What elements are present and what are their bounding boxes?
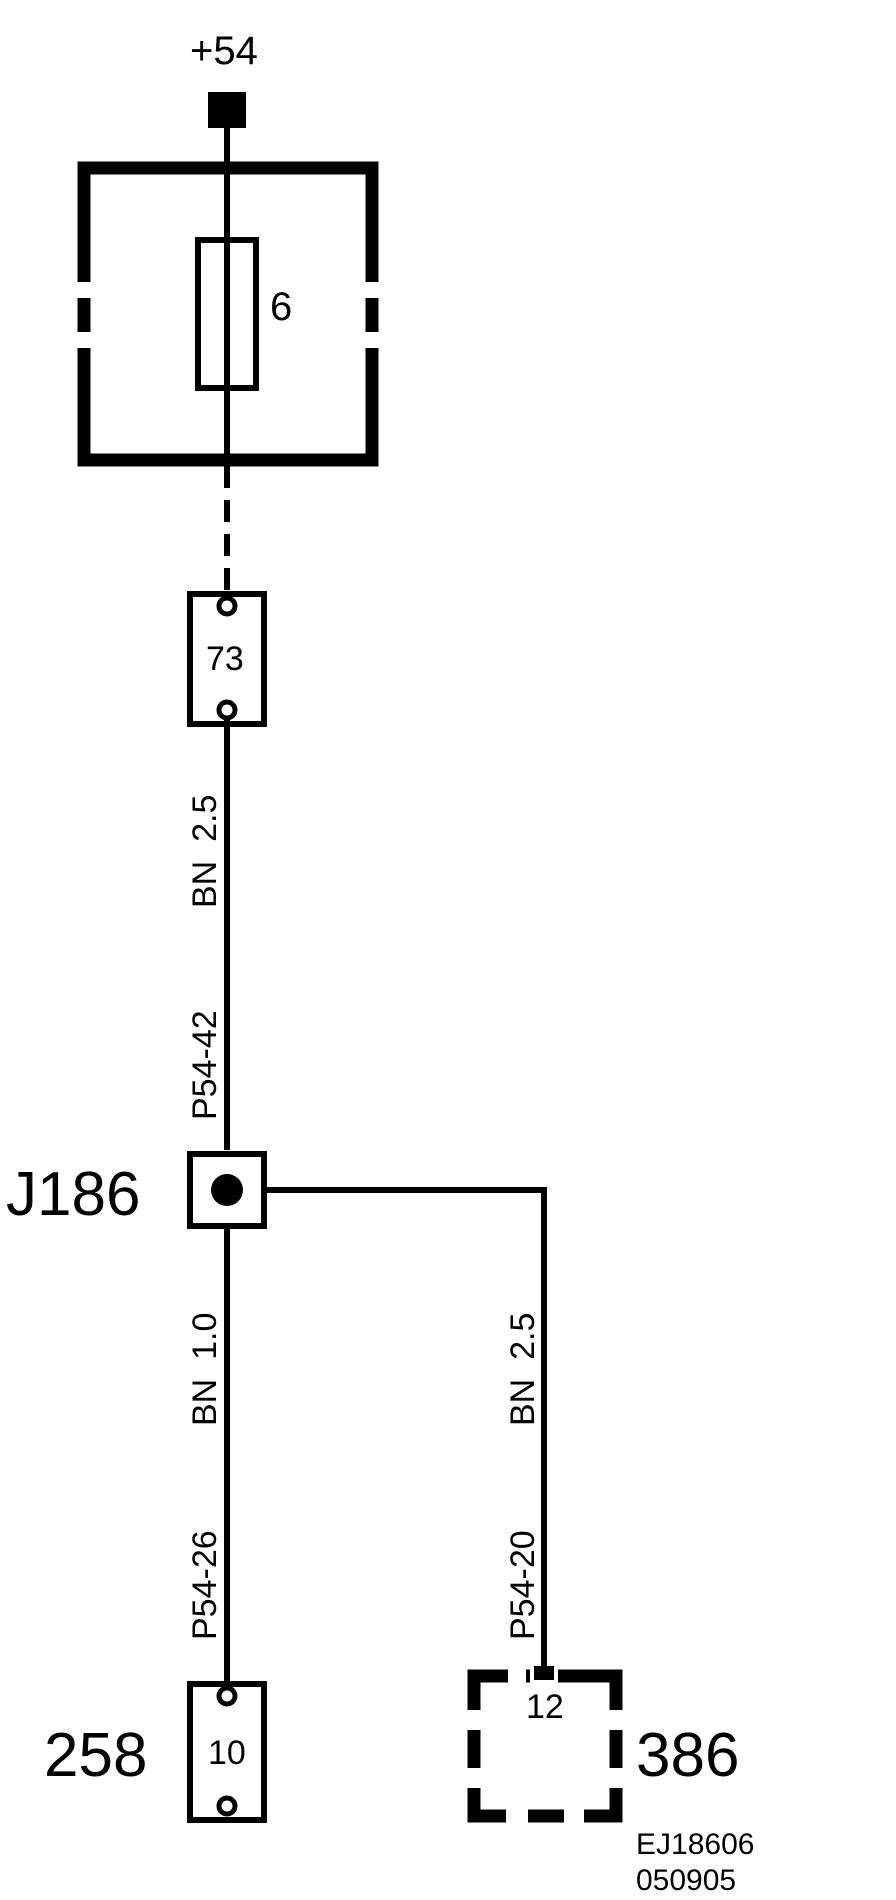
connector-top-pin: 73 [206,640,244,678]
component-right-pin-stub [534,1666,554,1680]
wire-left-circuit: P54-26 [186,1530,224,1640]
connector-top-pin-out [216,699,238,721]
wire-right-color-size: BN 2.5 [504,1313,542,1426]
wire-upper-circuit: P54-42 [186,1010,224,1120]
supply-label: +54 [190,29,258,73]
supply-terminal [208,92,246,128]
wire-left-color-size: BN 1.0 [186,1313,224,1426]
component-left-pin-out [216,1795,238,1817]
wire-right-circuit: P54-20 [504,1530,542,1640]
component-left-label: 258 [44,1721,147,1790]
component-right-box [467,1669,623,1823]
fuse-number: 6 [270,285,292,329]
junction-dot [211,1174,243,1206]
component-left-pin: 10 [208,1734,246,1772]
wire-right [264,1187,547,1676]
connector-top-pin-in [216,595,238,617]
drawing-code-line1: EJ18606 [636,1828,754,1861]
component-left-box [187,1681,267,1823]
component-left-pin-in [216,1685,238,1707]
junction-label: J186 [6,1160,140,1229]
component-right-label: 386 [636,1721,739,1790]
drawing-code-line2: 050905 [636,1864,736,1897]
component-right-pin: 12 [526,1688,564,1726]
wire-upper-color-size: BN 2.5 [186,795,224,908]
